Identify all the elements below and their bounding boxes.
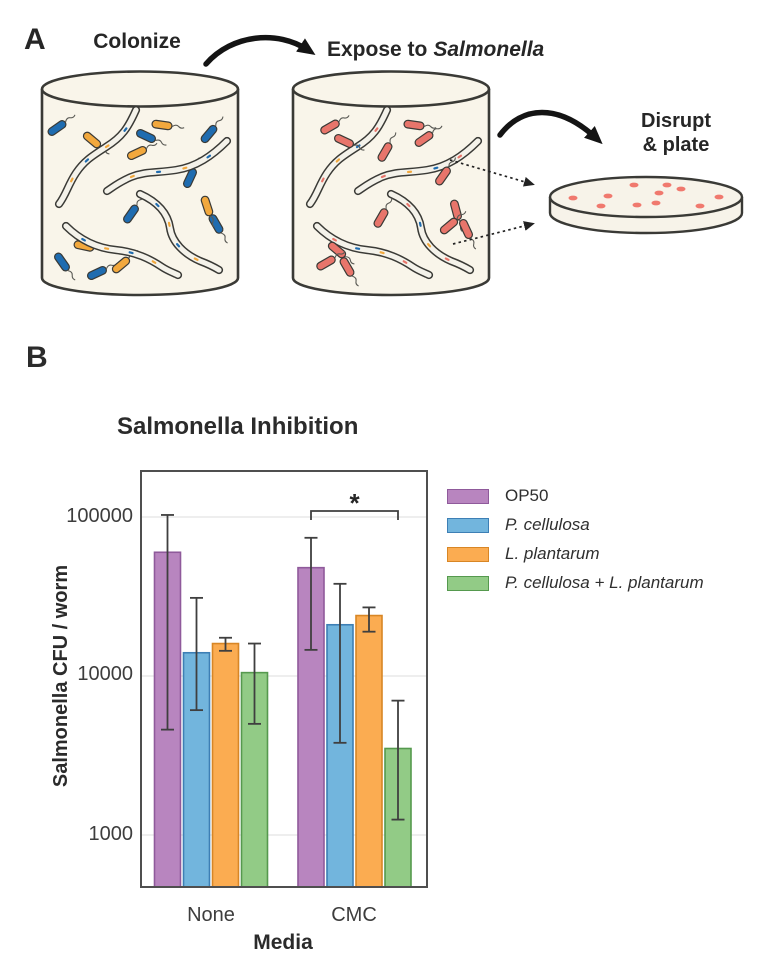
significance-asterisk: *	[349, 488, 360, 518]
colony-dot	[603, 193, 613, 199]
error-bar	[304, 536, 318, 651]
legend-swatch-combo	[447, 575, 489, 591]
bacterium-icon	[47, 114, 76, 136]
panel-b-label: B	[26, 341, 48, 374]
colony-dot	[676, 186, 686, 192]
colony-dot	[568, 195, 578, 201]
arrow-expose-to-plate-icon	[497, 109, 603, 145]
colony-dot	[651, 200, 661, 206]
colony-dot	[654, 190, 664, 196]
bacterium-icon	[439, 211, 467, 235]
legend-swatch-p-cellulosa	[447, 517, 489, 533]
error-bar	[190, 596, 203, 712]
significance-bracket	[310, 510, 399, 520]
salmonella-colonies	[568, 182, 724, 209]
colonized-worms-illustration	[47, 105, 232, 281]
petri-dish-icon	[548, 175, 744, 235]
legend-item-combo: P. cellulosa + L. plantarum	[447, 573, 704, 594]
bacterium-icon	[200, 195, 215, 228]
bacterium-icon	[414, 125, 443, 147]
bacterium-icon	[339, 257, 359, 287]
bacterium-icon	[135, 128, 167, 146]
bacterium-icon	[320, 115, 350, 135]
panel-a-label: A	[24, 23, 46, 56]
ytick-10000: 10000	[77, 663, 133, 685]
bacterium-icon	[126, 142, 158, 161]
y-axis-title: Salmonella CFU / worm	[50, 564, 72, 788]
legend-label: OP50	[505, 486, 549, 505]
colony-dot	[629, 182, 639, 188]
bacterium-icon	[403, 119, 437, 131]
worm-icon	[102, 136, 232, 196]
legend-label: L. plantarum	[505, 544, 600, 563]
error-bar	[161, 514, 174, 731]
colony-dot	[662, 182, 672, 188]
legend-item-op50: OP50	[447, 486, 704, 507]
colony-dot	[695, 203, 705, 209]
colony-dot	[632, 202, 642, 208]
worm-icon	[312, 221, 434, 280]
bar-op50-cmc	[297, 566, 325, 888]
bar-l-plantarum-cmc	[355, 614, 383, 888]
xtick-cmc: CMC	[331, 904, 377, 926]
error-bar	[219, 636, 232, 652]
arrow-colonize-to-expose-icon	[203, 34, 316, 67]
bacterium-icon	[435, 157, 456, 186]
colony-dot	[596, 203, 606, 209]
panel-a-diagram: A Colonize Expose to Salmonella Disrupt &…	[24, 23, 744, 297]
expose-label: Expose to Salmonella	[327, 38, 545, 61]
error-bar	[391, 699, 405, 821]
worm-icon	[54, 105, 141, 209]
worm-icon	[135, 189, 224, 275]
legend-label: P. cellulosa + L. plantarum	[505, 573, 704, 592]
chart-legend: OP50 P. cellulosa L. plantarum P. cellul…	[447, 486, 704, 602]
error-bar	[333, 582, 347, 744]
error-bar	[248, 642, 261, 725]
xtick-none: None	[187, 904, 235, 926]
error-bar	[362, 606, 376, 633]
legend-swatch-op50	[447, 488, 489, 504]
legend-item-l-plantarum: L. plantarum	[447, 544, 704, 565]
bacterium-icon	[316, 251, 346, 271]
colony-dot	[714, 194, 724, 200]
exposed-worms-illustration	[305, 105, 483, 287]
expose-label-prefix: Expose to	[327, 38, 427, 61]
bacterium-icon	[458, 218, 477, 250]
dotted-arrow-bottom	[452, 221, 535, 245]
bacterium-icon	[200, 116, 224, 144]
legend-label: P. cellulosa	[505, 515, 590, 534]
bacterium-icon	[151, 119, 185, 131]
colonize-label: Colonize	[93, 30, 181, 53]
expose-label-species: Salmonella	[433, 38, 544, 61]
disrupt-label-line2: & plate	[643, 134, 710, 156]
bacterium-icon	[54, 252, 76, 281]
disrupt-label-line1: Disrupt	[641, 110, 711, 132]
bacterium-icon	[333, 133, 365, 151]
worm-icon	[61, 221, 183, 280]
worm-icon	[305, 105, 392, 209]
ytick-100000: 100000	[66, 505, 133, 527]
legend-swatch-l-plantarum	[447, 546, 489, 562]
bacterium-icon	[377, 132, 397, 162]
ytick-1000: 1000	[88, 823, 134, 845]
bacterium-icon	[123, 195, 144, 224]
worm-icon	[386, 189, 475, 275]
bar-l-plantarum-none	[211, 642, 240, 888]
bacterium-icon	[373, 198, 393, 228]
chart-title: Salmonella Inhibition	[117, 413, 359, 440]
legend-item-p-cellulosa: P. cellulosa	[447, 515, 704, 536]
x-axis-title: Media	[253, 931, 313, 954]
plot-border	[140, 470, 428, 888]
